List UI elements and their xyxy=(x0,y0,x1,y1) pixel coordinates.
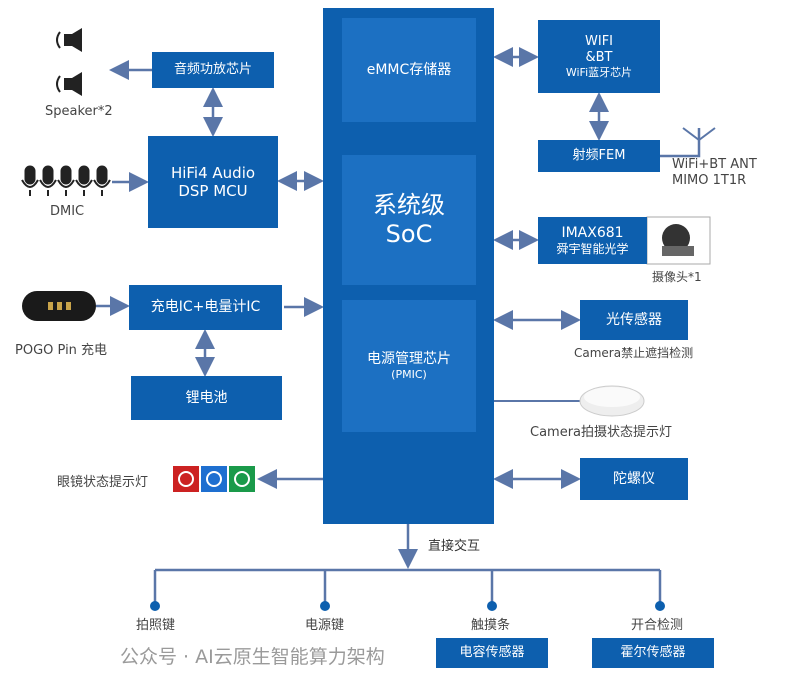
light-sensor-box: 光传感器 xyxy=(580,300,688,340)
emmc-label: eMMC存储器 xyxy=(366,61,452,78)
pmic-box: 电源管理芯片(PMIC) xyxy=(342,300,476,432)
fem-box: 射频FEM xyxy=(538,140,660,172)
amp-label: 音频功放芯片 xyxy=(173,62,252,78)
camera-label: 舜宇智能光学 xyxy=(556,241,629,256)
antenna-label-line: WiFi+BT ANT xyxy=(672,157,757,172)
bus-dot xyxy=(320,601,330,611)
direct-interaction-label: 直接交互 xyxy=(428,539,481,554)
fem-label: 射频FEM xyxy=(572,148,626,164)
microphone-icon xyxy=(21,165,111,196)
soc-label: 系统级 xyxy=(373,191,445,220)
wifi-label: WIFI xyxy=(585,34,613,50)
hall-sensor-box: 霍尔传感器 xyxy=(592,638,714,668)
touch-sensor-box: 电容传感器 xyxy=(436,638,548,668)
gyro-box: 陀螺仪 xyxy=(580,458,688,500)
camera-led-label: Camera拍摄状态提示灯 xyxy=(530,425,673,440)
bottom-item: 电源键 xyxy=(305,618,345,633)
light-sensor-desc: Camera禁止遮挡检测 xyxy=(574,346,694,360)
bottom-item: 触摸条 xyxy=(471,618,511,633)
soc-label: SoC xyxy=(385,220,433,248)
light-sensor-label: 光传感器 xyxy=(606,311,662,328)
camera-count-label: 摄像头*1 xyxy=(652,270,702,284)
hall-sensor-label: 霍尔传感器 xyxy=(620,645,686,661)
dsp-label: DSP MCU xyxy=(178,182,248,200)
emmc-box: eMMC存储器 xyxy=(342,18,476,122)
bottom-item: 开合检测 xyxy=(631,618,684,633)
antenna-label-line: MIMO 1T1R xyxy=(672,173,747,189)
dmic-label: DMIC xyxy=(50,204,85,219)
bus-dot xyxy=(150,601,160,611)
bottom-item: 拍照键 xyxy=(136,618,176,633)
charger-label: 充电IC+电量计IC xyxy=(150,299,261,316)
speaker-icon xyxy=(56,28,82,96)
battery-box: 锂电池 xyxy=(131,376,282,420)
pogo-label: POGO Pin 充电 xyxy=(15,343,108,358)
battery-label: 锂电池 xyxy=(185,389,228,406)
pmic-label: 电源管理芯片 xyxy=(367,351,451,367)
antenna-icon xyxy=(682,127,716,142)
wifi-label: WiFi蓝牙芯片 xyxy=(565,65,633,79)
status-led-icons xyxy=(173,466,255,492)
camera-label: IMAX681 xyxy=(561,224,624,241)
pmic-label: (PMIC) xyxy=(391,367,427,381)
status-led-label: 眼镜状态提示灯 xyxy=(57,475,149,490)
bus-dot xyxy=(655,601,665,611)
pogo-pin-contacts xyxy=(48,302,71,310)
gyro-label: 陀螺仪 xyxy=(613,470,655,487)
touch-sensor-label: 电容传感器 xyxy=(459,645,525,661)
wifi-label: &BT xyxy=(585,49,613,65)
amp-box: 音频功放芯片 xyxy=(152,52,274,88)
watermark: 公众号 · AI云原生智能算力架构 xyxy=(120,646,385,668)
dsp-label: HiFi4 Audio xyxy=(170,164,256,182)
antenna-line xyxy=(660,128,701,158)
speaker-label: Speaker*2 xyxy=(45,104,113,119)
bus-dot xyxy=(487,601,497,611)
charger-box: 充电IC+电量计IC xyxy=(129,285,282,330)
